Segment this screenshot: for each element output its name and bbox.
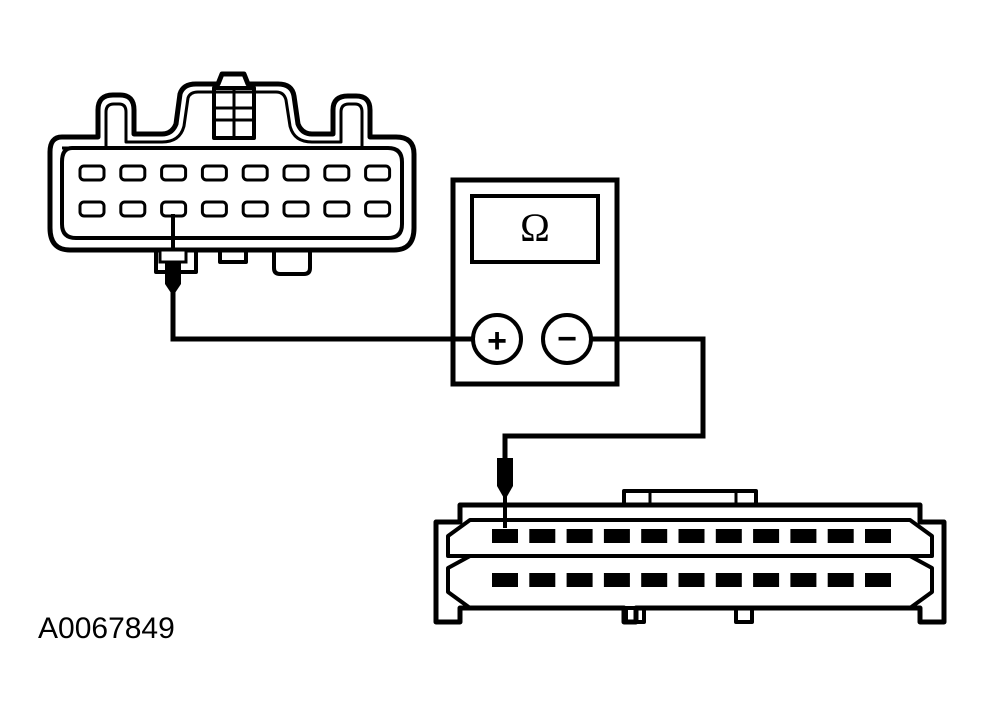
- lower-connector-pin: [865, 573, 891, 587]
- upper-connector-pin: [241, 164, 269, 182]
- lower-connector-pin: [715, 573, 742, 587]
- ohmmeter-display: [470, 194, 600, 264]
- lower-connector-pin: [641, 529, 668, 543]
- lower-connector-pin: [865, 529, 891, 543]
- lower-connector-pin: [492, 573, 518, 587]
- lower-connector-pin: [529, 529, 556, 543]
- upper-connector-pin: [282, 164, 310, 182]
- lower-connector-pin: [492, 529, 518, 543]
- upper-connector-pin: [200, 164, 228, 182]
- upper-connector-pin: [78, 164, 106, 182]
- upper-connector: [47, 71, 417, 276]
- upper-connector-pin: [364, 200, 392, 218]
- lower-connector-pin: [641, 573, 668, 587]
- ohmmeter: Ω + −: [450, 177, 620, 387]
- positive-lead: [170, 280, 473, 342]
- figure-id: A0067849: [38, 612, 175, 645]
- upper-connector-pins: [78, 164, 392, 218]
- lower-connector-pin: [827, 573, 854, 587]
- lower-connector-pin: [715, 529, 742, 543]
- upper-connector-pin: [160, 164, 188, 182]
- negative-lead: [502, 336, 706, 465]
- upper-connector-pin: [78, 200, 106, 218]
- lower-probe: [497, 458, 513, 500]
- lower-connector-pin: [827, 529, 854, 543]
- upper-connector-pin: [282, 200, 310, 218]
- negative-terminal-label: −: [557, 320, 577, 358]
- lower-connector-pin: [753, 573, 780, 587]
- positive-terminal-label: +: [487, 322, 507, 360]
- lower-connector-pin: [603, 573, 630, 587]
- upper-connector-pin: [364, 164, 392, 182]
- lower-connector-pin: [678, 573, 705, 587]
- lower-connector-pin: [678, 529, 705, 543]
- lower-connector-pin: [566, 573, 593, 587]
- lower-connector-pin: [790, 573, 817, 587]
- ohm-symbol: Ω: [520, 205, 550, 250]
- lower-connector-pin: [566, 529, 593, 543]
- upper-connector-pin: [200, 200, 228, 218]
- lower-connector-pin: [529, 573, 556, 587]
- upper-connector-pin: [241, 200, 269, 218]
- upper-connector-pin: [119, 164, 147, 182]
- lower-connector-pin: [603, 529, 630, 543]
- upper-connector-pin: [323, 200, 351, 218]
- upper-probe: [158, 214, 188, 296]
- lower-connector-pin: [790, 529, 817, 543]
- lower-connector-pins: [492, 529, 891, 587]
- upper-connector-pin: [323, 164, 351, 182]
- upper-connector-pin: [119, 200, 147, 218]
- lower-connector-pin: [753, 529, 780, 543]
- lower-connector: [433, 489, 947, 625]
- upper-connector-pin: [160, 200, 188, 218]
